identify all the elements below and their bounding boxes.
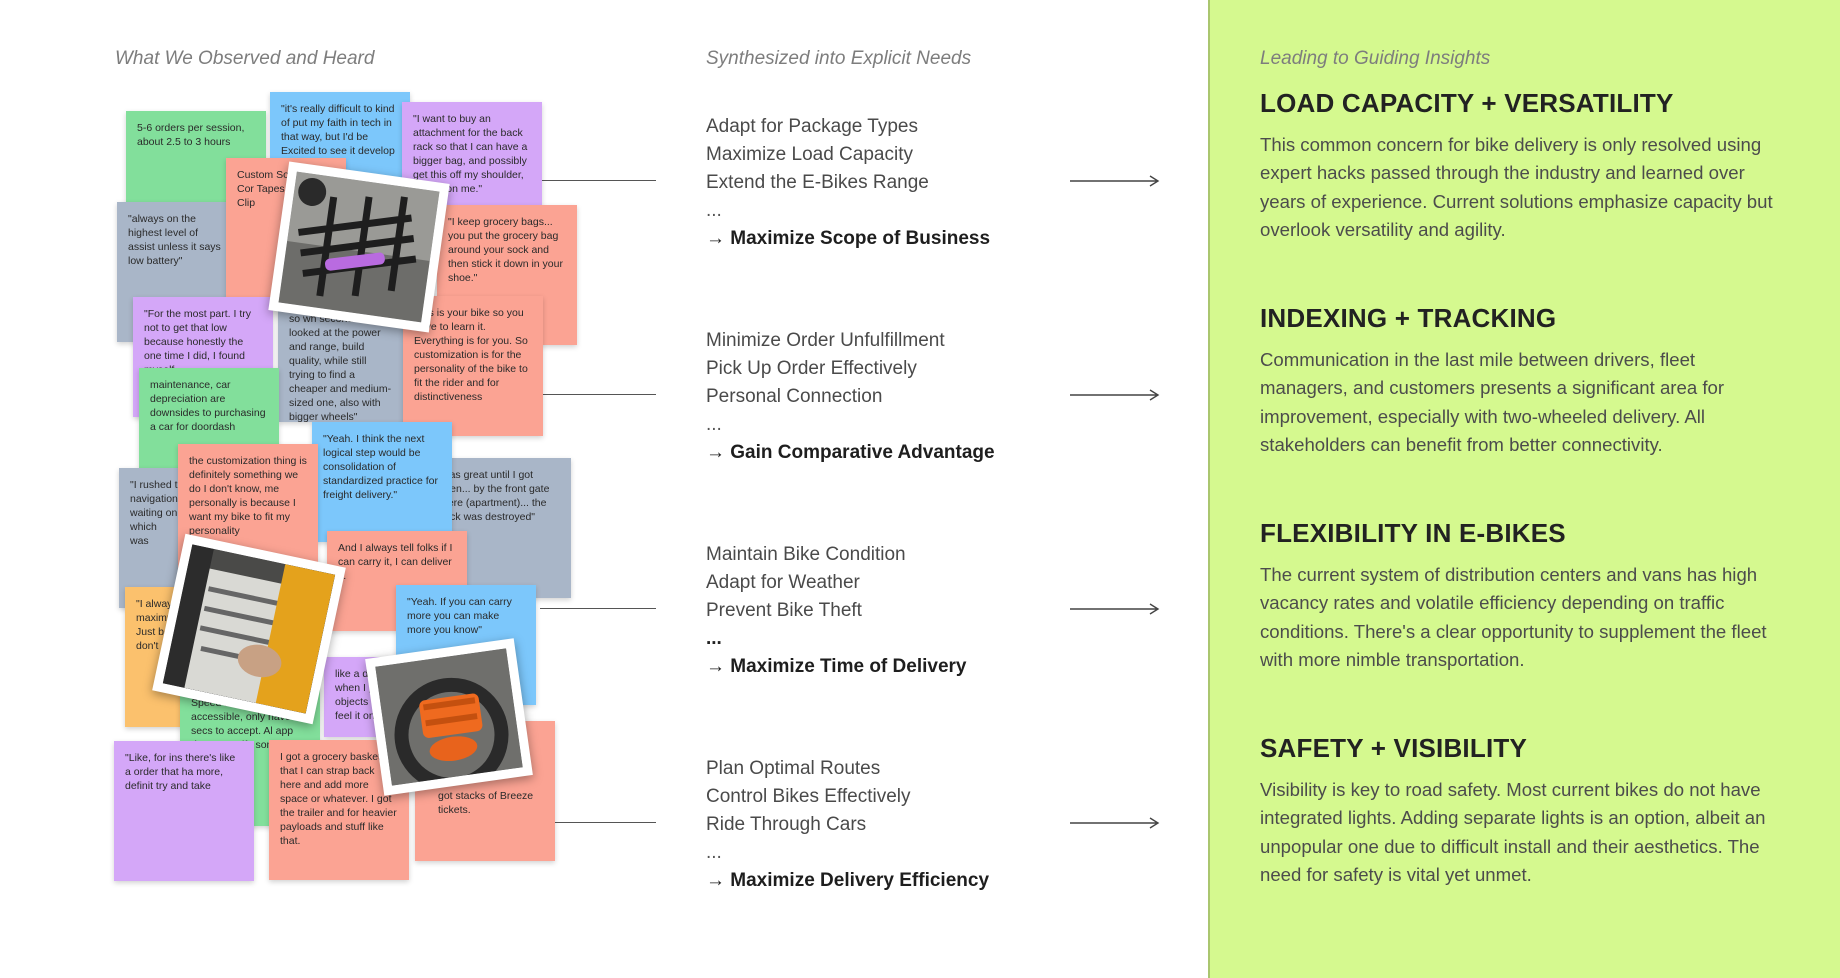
bike-rack-photo (268, 161, 450, 333)
need-ellipsis: ... (706, 200, 722, 221)
insights-panel (1208, 0, 1840, 978)
insight-block: LOAD CAPACITY + VERSATILITY This common … (1260, 88, 1780, 244)
need-item: Adapt for Weather (706, 572, 860, 593)
connector-line (540, 394, 656, 395)
insight-body: The current system of distribution cente… (1260, 564, 1767, 670)
need-ellipsis: ... (706, 842, 722, 863)
need-item: Adapt for Package Types (706, 116, 918, 137)
sticky-note: "Like, for ins there's like a order that… (114, 741, 254, 881)
needs-group-2: Minimize Order Unfulfillment Pick Up Ord… (706, 327, 995, 467)
arrow-right-icon (1070, 603, 1160, 615)
insight-title: LOAD CAPACITY + VERSATILITY (1260, 88, 1674, 118)
need-item: Plan Optimal Routes (706, 758, 881, 779)
need-item: Personal Connection (706, 386, 883, 407)
need-result: → Maximize Time of Delivery (706, 656, 967, 677)
rider-photo (152, 533, 346, 725)
need-result: → Gain Comparative Advantage (706, 442, 995, 463)
need-item: Maximize Load Capacity (706, 144, 913, 165)
insight-body: Communication in the last mile between d… (1260, 349, 1725, 455)
connector-line (540, 180, 656, 181)
insight-block: SAFETY + VISIBILITY Visibility is key to… (1260, 733, 1780, 889)
insight-title: INDEXING + TRACKING (1260, 303, 1557, 333)
needs-group-1: Adapt for Package Types Maximize Load Ca… (706, 113, 990, 253)
observed-column-heading: What We Observed and Heard (115, 48, 375, 69)
insight-body: This common concern for bike delivery is… (1260, 134, 1773, 240)
need-ellipsis: ... (706, 414, 722, 435)
insights-column-heading: Leading to Guiding Insights (1260, 48, 1491, 69)
orange-pedal-photo-graphic (375, 648, 523, 786)
needs-group-3: Maintain Bike Condition Adapt for Weathe… (706, 541, 966, 681)
insight-title: SAFETY + VISIBILITY (1260, 733, 1527, 763)
need-item: Prevent Bike Theft (706, 600, 862, 621)
rider-photo-graphic (162, 544, 336, 714)
insight-block: INDEXING + TRACKING Communication in the… (1260, 303, 1780, 459)
need-result: → Maximize Delivery Efficiency (706, 870, 990, 891)
insight-title: FLEXIBILITY IN E-BIKES (1260, 518, 1566, 548)
insight-block: FLEXIBILITY IN E-BIKES The current syste… (1260, 518, 1780, 674)
orange-pedal-photo (365, 638, 533, 796)
need-item: Pick Up Order Effectively (706, 358, 917, 379)
connector-line (540, 822, 656, 823)
need-item: Ride Through Cars (706, 814, 867, 835)
need-item: Extend the E-Bikes Range (706, 172, 929, 193)
sticky-note: I got a grocery basket that I can strap … (269, 740, 409, 880)
arrow-right-icon (1070, 175, 1160, 187)
connector-line (540, 608, 656, 609)
arrow-right-icon (1070, 817, 1160, 829)
need-ellipsis: ... (706, 628, 722, 649)
need-item: Control Bikes Effectively (706, 786, 911, 807)
bike-rack-photo-graphic (278, 171, 440, 323)
insight-body: Visibility is key to road safety. Most c… (1260, 779, 1766, 885)
sticky-note: This is your bike so you have to learn i… (403, 296, 543, 436)
sticky-note: "I rushed t navigation waiting on which … (119, 468, 189, 608)
needs-group-4: Plan Optimal Routes Control Bikes Effect… (706, 755, 989, 895)
sticky-note: "Yeah. I think the next logical step wou… (312, 422, 452, 542)
needs-column-heading: Synthesized into Explicit Needs (706, 48, 972, 69)
need-item: Minimize Order Unfulfillment (706, 330, 945, 351)
arrow-right-icon (1070, 389, 1160, 401)
need-item: Maintain Bike Condition (706, 544, 906, 565)
need-result: → Maximize Scope of Business (706, 228, 991, 249)
